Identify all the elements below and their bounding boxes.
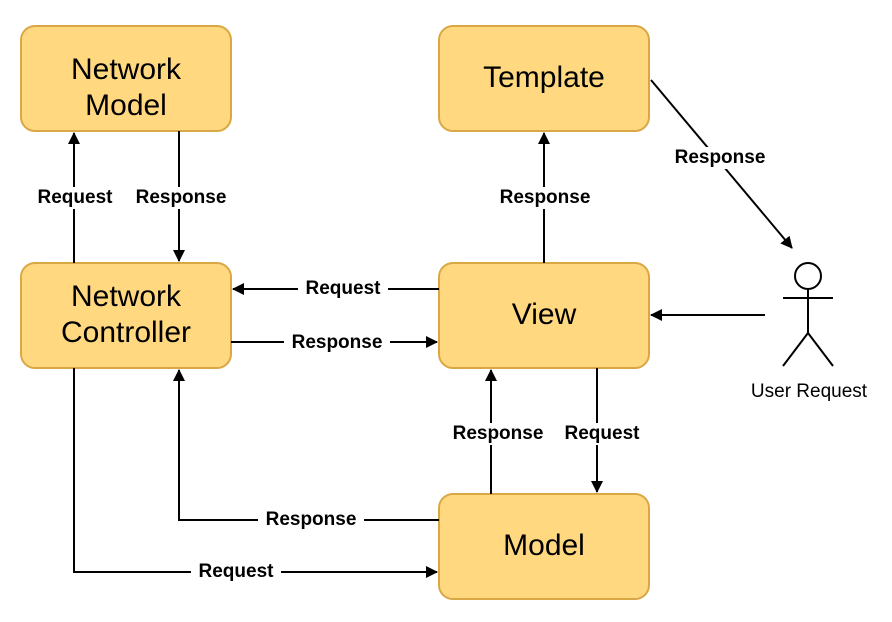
- svg-text:Response: Response: [453, 423, 544, 444]
- edge-label-view-to-controller: Request: [298, 278, 388, 300]
- edge-model-to-controller: [173, 369, 439, 521]
- user-actor: User Request: [751, 262, 868, 402]
- svg-text:Response: Response: [266, 509, 357, 530]
- user-request-label: User Request: [751, 381, 868, 402]
- node-network-controller: Network Controller: [20, 262, 232, 369]
- node-network-controller-label-line-1: Network: [71, 280, 182, 313]
- edge-label-model-to-controller: Response: [258, 509, 364, 531]
- svg-text:Response: Response: [136, 187, 227, 208]
- edge-label-controller-to-network-model: Request: [30, 187, 120, 209]
- svg-text:Request: Request: [199, 561, 275, 582]
- node-network-model: Network Model: [20, 25, 232, 132]
- node-template-box: [438, 25, 650, 132]
- node-network-controller-box: [20, 262, 232, 369]
- edge-label-network-model-to-controller: Response: [128, 187, 234, 209]
- svg-text:Response: Response: [675, 147, 766, 168]
- node-network-model-label-line-1: Network: [71, 53, 182, 86]
- edge-controller-to-model: [73, 368, 438, 578]
- edge-label-model-to-view: Response: [445, 423, 551, 445]
- node-model-box: [438, 493, 650, 600]
- svg-text:Request: Request: [38, 187, 114, 208]
- svg-text:Request: Request: [565, 423, 641, 444]
- node-template: Template: [438, 25, 650, 132]
- edge-label-view-to-model: Request: [557, 423, 647, 445]
- node-template-label: Template: [483, 61, 605, 94]
- svg-text:Request: Request: [306, 278, 382, 299]
- node-network-model-label-line-2: Model: [85, 89, 167, 122]
- edge-label-controller-to-model: Request: [191, 561, 281, 583]
- node-view: View: [438, 262, 650, 369]
- edge-label-template-to-user: Response: [667, 147, 773, 169]
- stick-figure-actor-icon: [782, 262, 834, 367]
- node-model: Model: [438, 493, 650, 600]
- node-network-controller-label-line-2: Controller: [61, 316, 191, 349]
- edge-label-controller-to-view: Response: [284, 332, 390, 354]
- node-model-label: Model: [503, 529, 585, 562]
- svg-text:Response: Response: [292, 332, 383, 353]
- svg-text:Response: Response: [500, 187, 591, 208]
- node-network-model-box: [20, 25, 232, 132]
- edge-label-view-to-template: Response: [492, 187, 598, 209]
- node-view-label: View: [512, 298, 577, 331]
